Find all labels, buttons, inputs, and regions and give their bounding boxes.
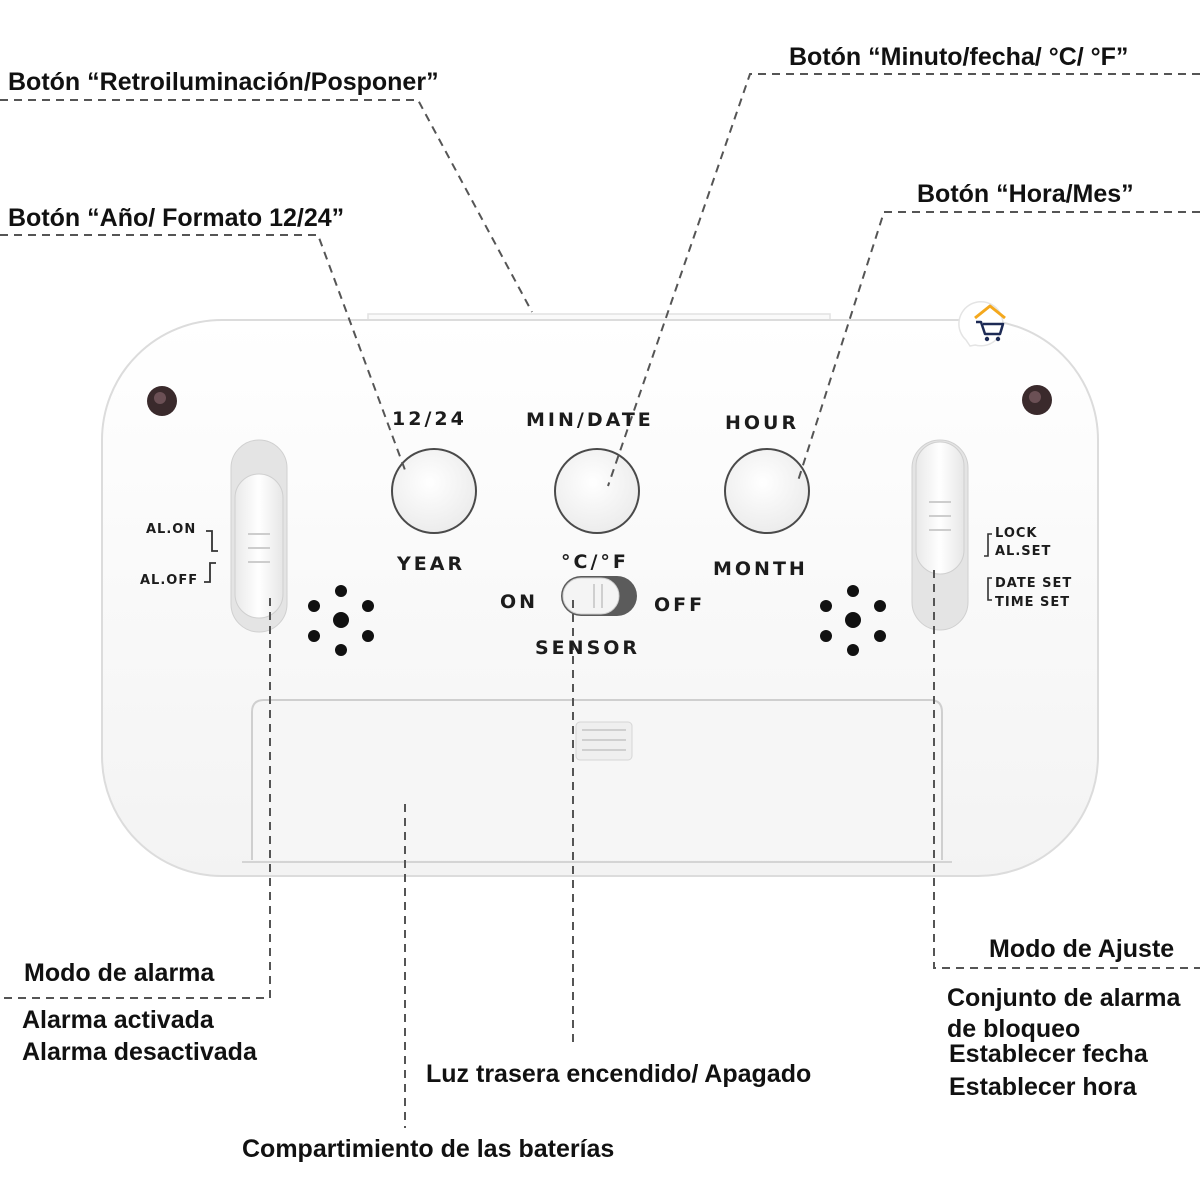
button-12-24-year	[391, 448, 477, 534]
label-month: MONTH	[713, 558, 808, 580]
label-12-24: 12/24	[392, 408, 467, 430]
speaker-grille-left-icon	[308, 585, 374, 656]
callout-backlight-snooze: Botón “Retroiluminación/Posponer”	[8, 68, 439, 96]
callout-alarm-on: Alarma activada	[22, 1006, 214, 1034]
label-al-set: AL.SET	[995, 544, 1052, 559]
callout-battery: Compartimiento de las baterías	[242, 1135, 615, 1163]
label-date-set: DATE SET	[995, 576, 1073, 591]
callout-alarm-off: Alarma desactivada	[22, 1038, 257, 1066]
label-temp: °C/°F	[561, 551, 629, 573]
label-hour: HOUR	[725, 412, 800, 434]
label-year: YEAR	[397, 553, 466, 575]
callout-adjust-mode: Modo de Ajuste	[989, 935, 1175, 963]
alarm-slider-knob	[234, 473, 284, 619]
callout-set-date: Establecer fecha	[949, 1040, 1148, 1068]
callout-hour-month: Botón “Hora/Mes”	[917, 180, 1134, 208]
callout-min-date-temp: Botón “Minuto/fecha/ °C/ °F”	[789, 43, 1129, 71]
callout-alarm-mode: Modo de alarma	[24, 959, 215, 987]
speaker-grille-right-icon	[820, 585, 886, 656]
callout-lock-alarm-set-1: Conjunto de alarma	[947, 984, 1181, 1012]
callout-lock-alarm-set-2: de bloqueo	[947, 1015, 1081, 1043]
label-al-on: AL.ON	[146, 522, 197, 537]
callout-set-time: Establecer hora	[949, 1073, 1137, 1101]
label-time-set: TIME SET	[995, 595, 1071, 610]
label-sensor: SENSOR	[535, 637, 641, 659]
label-min-date: MIN/DATE	[526, 409, 654, 431]
callout-backlight-on-off: Luz trasera encendido/ Apagado	[426, 1060, 812, 1088]
battery-compartment	[251, 699, 943, 860]
house-cart-logo-icon	[958, 301, 1006, 347]
label-lock: LOCK	[995, 526, 1038, 541]
label-sensor-off: OFF	[654, 594, 706, 616]
mode-slider-knob	[915, 441, 965, 575]
leader-lines	[0, 73, 1200, 1128]
button-hour-month	[724, 448, 810, 534]
button-min-date-temp	[554, 448, 640, 534]
label-al-off: AL.OFF	[140, 573, 199, 588]
label-sensor-on: ON	[500, 591, 539, 613]
callout-year-format: Botón “Año/ Formato 12/24”	[8, 204, 345, 232]
sensor-switch-knob	[562, 577, 620, 615]
